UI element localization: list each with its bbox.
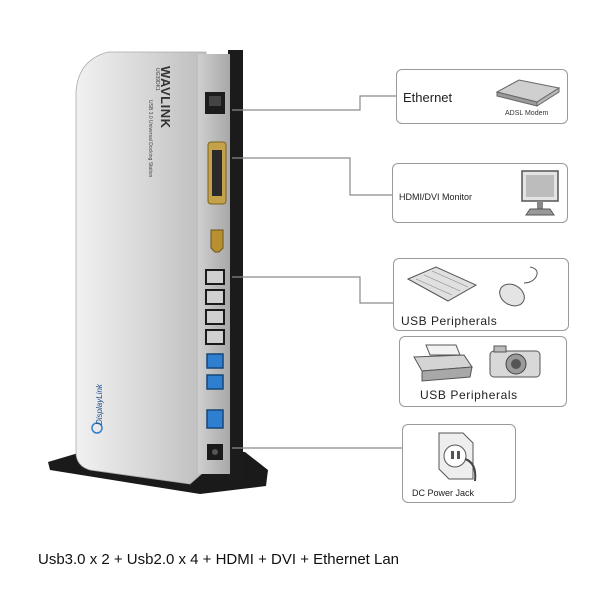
connector-lines [232, 95, 402, 449]
usb3-upstream-port [206, 409, 224, 429]
usb-input-peripherals-box: USB Peripherals [393, 258, 569, 331]
dock-back-panel [228, 50, 243, 480]
ethernet-sublabel: ADSL Modem [505, 110, 549, 117]
hdmi-port [210, 229, 224, 253]
dock-brand-label: WAVLINK [158, 66, 173, 129]
power-jack-label: DC Power Jack [412, 488, 475, 498]
mouse-icon [499, 266, 538, 307]
ethernet-peripheral-box: Ethernet ADSL Modem [396, 69, 568, 124]
usb-imaging-peripherals-label: USB Peripherals [420, 388, 518, 402]
camera-icon [489, 345, 541, 378]
monitor-icon [521, 170, 559, 216]
keyboard-icon [406, 266, 478, 302]
usb2-ports [205, 269, 225, 345]
usb-input-peripherals-label: USB Peripherals [401, 314, 498, 328]
power-jack-box: DC Power Jack [402, 424, 516, 503]
usb-imaging-peripherals-box: USB Peripherals [399, 336, 567, 407]
printer-icon [413, 344, 473, 382]
monitor-peripheral-box: HDMI/DVI Monitor [392, 163, 568, 223]
displaylink-logo-icon [91, 422, 103, 434]
usb3-ports [206, 353, 224, 390]
dock-port-face [198, 54, 230, 474]
ethernet-label: Ethernet [403, 90, 453, 105]
dock-body [75, 51, 207, 485]
adsl-modem-icon [495, 79, 561, 107]
power-outlet-icon [438, 432, 477, 482]
dock-model-subtitle: USB 3.0 Universal Docking Station [147, 100, 153, 178]
monitor-label: HDMI/DVI Monitor [399, 192, 473, 202]
displaylink-label: DisplayLink [95, 384, 104, 425]
dock-model-label: UG39DK1 [154, 68, 160, 91]
port-summary-caption: Usb3.0 x 2 + Usb2.0 x 4 + HDMI + DVI + E… [38, 551, 400, 568]
